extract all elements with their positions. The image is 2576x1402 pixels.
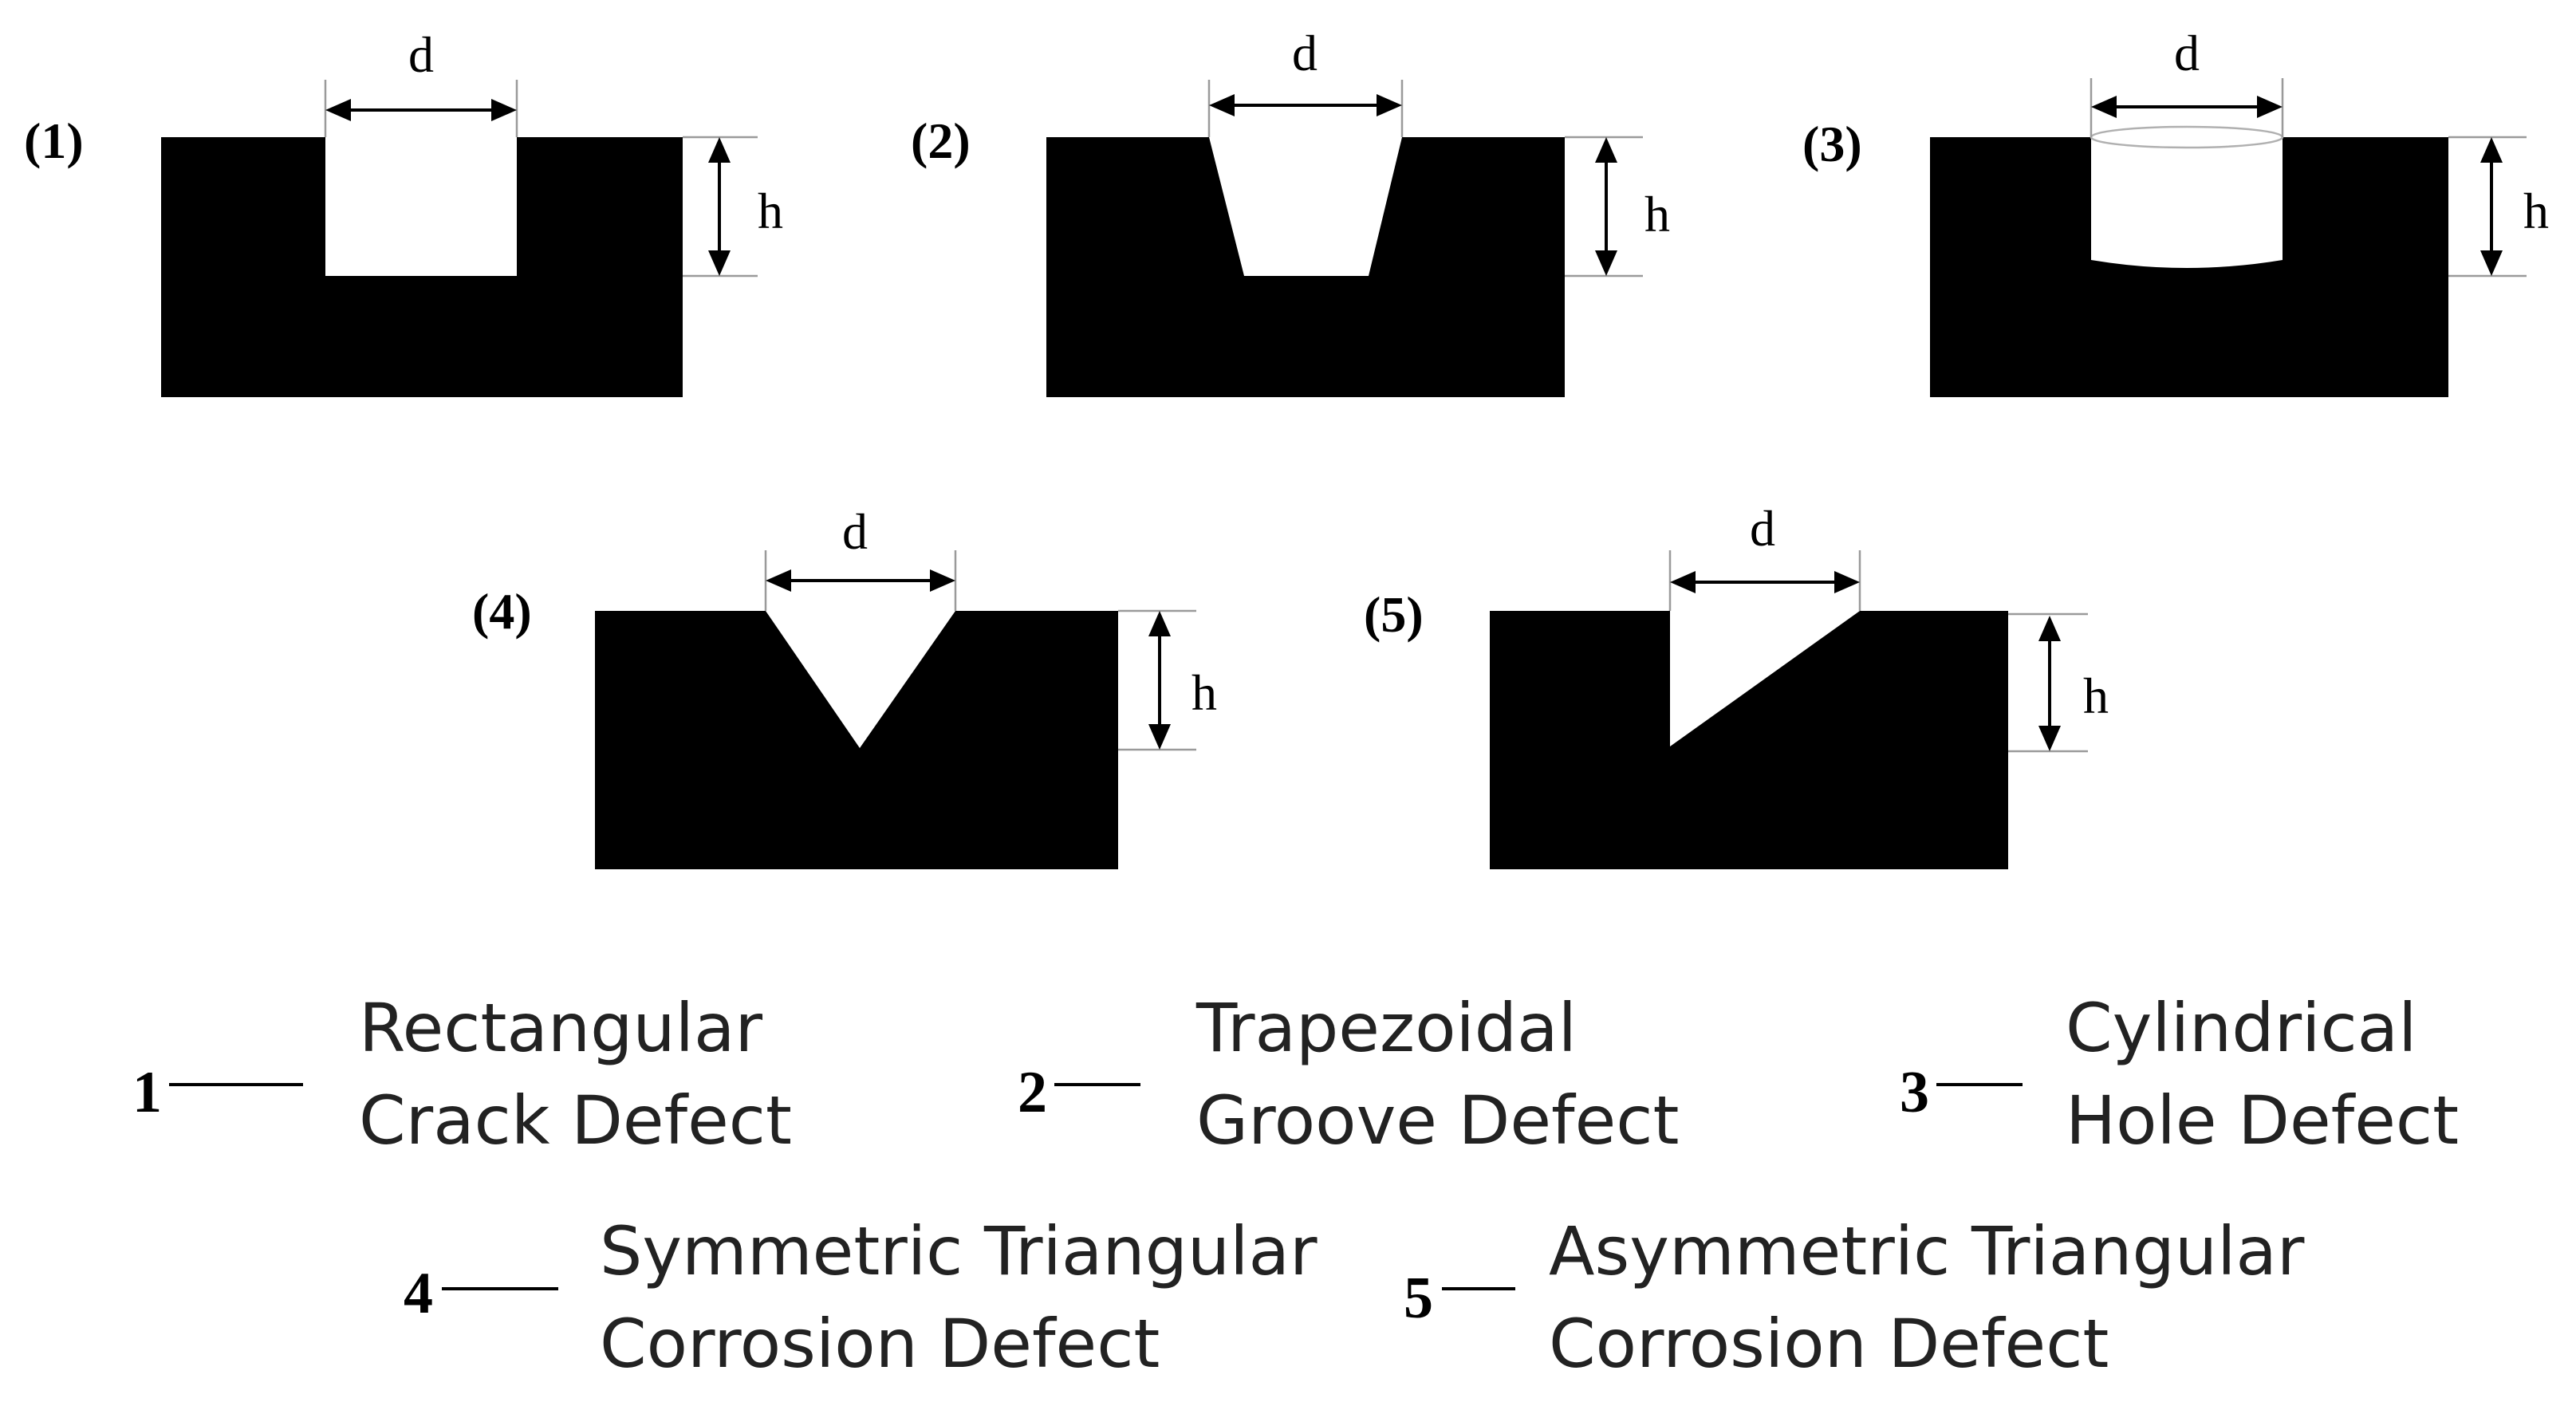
legend: 1 Rectangular Crack Defect 2 Trapezoidal…: [132, 989, 2459, 1383]
legend-text-line1: Symmetric Triangular: [600, 1212, 1318, 1290]
panel-4: (4) d h: [472, 503, 1217, 869]
h-label: h: [1644, 186, 1670, 242]
arrowhead: [491, 99, 517, 121]
legend-text-line1: Cylindrical: [2066, 989, 2416, 1067]
legend-text-line1: Trapezoidal: [1195, 989, 1577, 1067]
arrowhead: [708, 137, 731, 163]
block-with-asymmetric-triangular-notch: [1490, 611, 2008, 869]
block-with-symmetric-triangular-notch: [595, 611, 1118, 869]
arrowhead: [2038, 616, 2061, 641]
legend-text-line2: Corrosion Defect: [600, 1305, 1160, 1383]
arrowhead: [1834, 571, 1860, 593]
legend-item-1: 1 Rectangular Crack Defect: [132, 989, 792, 1160]
panel-1: (1) d h: [24, 26, 783, 397]
legend-number: 1: [132, 1060, 162, 1125]
arrowhead: [930, 569, 955, 592]
legend-number: 4: [404, 1261, 433, 1326]
arrowhead: [2091, 96, 2117, 118]
arrowhead: [1595, 250, 1617, 276]
block-with-cylindrical-hole: [1930, 137, 2448, 397]
legend-text-line1: Rectangular: [359, 989, 762, 1067]
panel-2: (2) d h: [911, 25, 1670, 397]
panel-5: (5) d h: [1364, 500, 2109, 869]
legend-text-line2: Groove Defect: [1196, 1081, 1679, 1160]
legend-item-2: 2 Trapezoidal Groove Defect: [1018, 989, 1679, 1160]
panel-label: (1): [24, 112, 84, 169]
panel-3: (3) d h: [1802, 25, 2549, 397]
legend-item-3: 3 Cylindrical Hole Defect: [1900, 989, 2459, 1160]
block-with-trapezoidal-groove: [1046, 137, 1565, 397]
arrowhead: [1148, 611, 1171, 636]
d-label: d: [1750, 500, 1775, 557]
legend-text-line1: Asymmetric Triangular: [1549, 1212, 2305, 1290]
arrowhead: [708, 250, 731, 276]
d-label: d: [1292, 25, 1318, 81]
arrowhead: [2480, 250, 2503, 276]
h-label: h: [1191, 664, 1217, 721]
legend-item-4: 4 Symmetric Triangular Corrosion Defect: [404, 1212, 1318, 1383]
legend-item-5: 5 Asymmetric Triangular Corrosion Defect: [1404, 1212, 2305, 1383]
h-label: h: [758, 183, 783, 239]
legend-text-line2: Crack Defect: [359, 1081, 792, 1160]
panel-label: (3): [1802, 116, 1862, 172]
legend-number: 5: [1404, 1266, 1433, 1331]
arrowhead: [1377, 94, 1402, 116]
arrowhead: [1209, 94, 1235, 116]
panel-label: (4): [472, 583, 532, 640]
legend-number: 2: [1018, 1060, 1047, 1125]
h-label: h: [2083, 668, 2109, 724]
arrowhead: [1670, 571, 1696, 593]
block-with-rectangular-crack: [161, 137, 683, 397]
arrowhead: [325, 99, 351, 121]
arrowhead: [1148, 724, 1171, 750]
panel-label: (2): [911, 112, 971, 169]
arrowhead: [766, 569, 791, 592]
legend-text-line2: Corrosion Defect: [1549, 1305, 2109, 1383]
legend-text-line2: Hole Defect: [2066, 1081, 2459, 1160]
h-label: h: [2523, 183, 2549, 239]
arrowhead: [2480, 137, 2503, 163]
arrowhead: [2257, 96, 2283, 118]
panel-label: (5): [1364, 586, 1424, 643]
d-label: d: [408, 26, 434, 83]
hole-top-ellipse: [2090, 125, 2284, 149]
d-label: d: [2174, 25, 2200, 81]
arrowhead: [2038, 726, 2061, 751]
arrowhead: [1595, 137, 1617, 163]
legend-number: 3: [1900, 1060, 1929, 1125]
d-label: d: [842, 503, 868, 560]
